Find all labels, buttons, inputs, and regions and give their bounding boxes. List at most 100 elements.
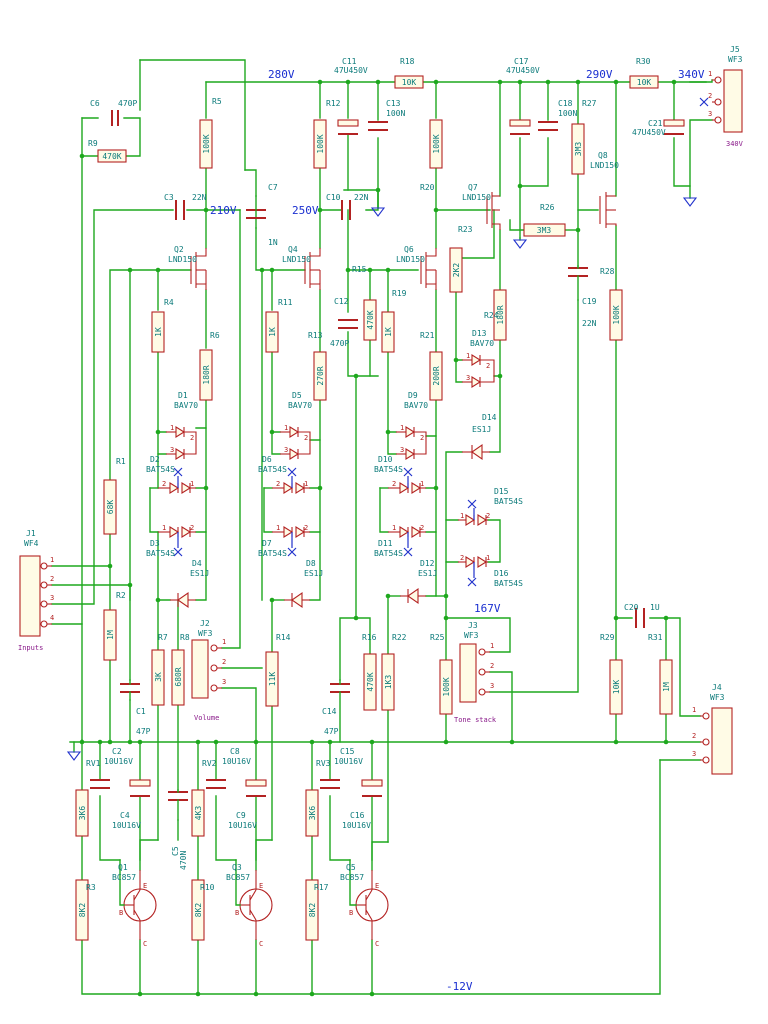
- q1-value: BC857: [112, 873, 136, 882]
- q3-ref: Q3: [232, 863, 242, 872]
- connector-j1: J1 WF4 Inputs 1 2 3 4: [18, 529, 54, 652]
- resistor-r13: [313, 351, 327, 401]
- svg-text:2: 2: [190, 434, 194, 442]
- net-167v: 167V: [474, 602, 501, 615]
- resistor-r5: [199, 119, 213, 169]
- r22-ref: R22: [392, 633, 407, 642]
- c10-value: 22N: [354, 193, 369, 202]
- capacitor-c17: [509, 119, 531, 135]
- r24-value: 180R: [496, 305, 505, 324]
- svg-text:2: 2: [304, 524, 308, 532]
- d1-value: BAV70: [174, 401, 198, 410]
- d15-ref: D15: [494, 487, 509, 496]
- svg-text:2: 2: [222, 658, 226, 666]
- r25-ref: R25: [430, 633, 445, 642]
- d4-ref: D4: [192, 559, 202, 568]
- r29-value: 10K: [612, 680, 621, 695]
- svg-text:1: 1: [466, 352, 470, 360]
- c4-value: 10U16V: [112, 821, 141, 830]
- svg-text:1: 1: [190, 480, 194, 488]
- diode-d3: [158, 526, 196, 538]
- resistor-r11: [265, 311, 279, 353]
- resistor-r26: [523, 223, 566, 237]
- r11-value: 1K: [268, 327, 277, 337]
- resistor-r2: [103, 609, 117, 661]
- q5-pin-c: C: [375, 940, 379, 948]
- c17-ref: C17: [514, 57, 529, 66]
- j2-label: Volume: [194, 714, 219, 722]
- svg-text:1: 1: [420, 480, 424, 488]
- r3-ref: R3: [86, 883, 96, 892]
- svg-text:2: 2: [420, 524, 424, 532]
- svg-text:2: 2: [276, 480, 280, 488]
- r23-ref: R23: [458, 225, 473, 234]
- resistor-r7: [151, 649, 165, 706]
- svg-text:1: 1: [170, 424, 174, 432]
- d7-value: BAT54S: [258, 549, 287, 558]
- r9-value: 470K: [102, 152, 121, 161]
- net-340v: 340V: [678, 68, 705, 81]
- svg-text:3: 3: [284, 446, 288, 454]
- c6-value: 470P: [118, 99, 137, 108]
- q7-value: LND150: [462, 193, 491, 202]
- j5-value: WF3: [728, 55, 743, 64]
- c18-value: 100N: [558, 109, 577, 118]
- svg-text:1: 1: [490, 642, 494, 650]
- svg-text:2: 2: [304, 434, 308, 442]
- r26-value: 3M3: [537, 226, 552, 235]
- svg-text:2: 2: [692, 732, 696, 740]
- r20-ref: R20: [420, 183, 435, 192]
- c13-value: 100N: [386, 109, 405, 118]
- c8-value: 10U16V: [222, 757, 251, 766]
- q4-ref: Q4: [288, 245, 298, 254]
- resistor-r29: [609, 659, 623, 715]
- q5-ref: Q5: [346, 863, 356, 872]
- diode-d10: [388, 482, 426, 494]
- d8-value: ES1J: [304, 569, 323, 578]
- q1-pin-b: B: [119, 909, 123, 917]
- r7-ref: R7: [158, 633, 168, 642]
- capacitor-c5: [168, 791, 188, 801]
- c5-ref: C5: [171, 846, 180, 856]
- net-labels: 280V 290V 340V 210V 250V 167V -12V: [210, 68, 705, 993]
- c21-value: 47U450V: [632, 128, 666, 137]
- j5-label: 340V: [726, 140, 744, 148]
- j2-value: WF3: [198, 629, 213, 638]
- resistor-r17: [305, 879, 319, 941]
- r4-value: 1K: [154, 327, 163, 337]
- bjt-q5: [355, 870, 389, 940]
- q3-pin-e: E: [259, 882, 263, 890]
- capacitor-c4: [129, 779, 151, 797]
- c11-value: 47U450V: [334, 66, 368, 75]
- r6-value: 180R: [202, 365, 211, 384]
- c3-value: 22N: [192, 193, 207, 202]
- connector-j2: J2 WF3 Volume 1 2 3: [191, 619, 226, 722]
- d6-ref: D6: [262, 455, 272, 464]
- r11-ref: R11: [278, 298, 293, 307]
- mosfet-q6: [420, 248, 437, 290]
- c3-ref: C3: [164, 193, 174, 202]
- c2-value: 10U16V: [104, 757, 133, 766]
- r28-ref: R28: [600, 267, 615, 276]
- resistor-bodies: [75, 75, 673, 941]
- q8-ref: Q8: [598, 151, 608, 160]
- r16-value: 470K: [366, 672, 375, 691]
- svg-text:2: 2: [50, 575, 54, 583]
- c20-value: 1U: [650, 603, 660, 612]
- capacitor-c10: [341, 200, 351, 220]
- q3-value: BC857: [226, 873, 250, 882]
- d12-value: ES1J: [418, 569, 437, 578]
- c9-ref: C9: [236, 811, 246, 820]
- d9-ref: D9: [408, 391, 418, 400]
- d5-value: BAV70: [288, 401, 312, 410]
- c1-value: 47P: [136, 727, 151, 736]
- capacitor-c20: [635, 608, 645, 628]
- svg-text:3: 3: [222, 678, 226, 686]
- connector-j4: J4 WF3 1 2 3: [692, 683, 733, 775]
- svg-text:1: 1: [276, 524, 280, 532]
- diode-d12: [400, 587, 426, 605]
- svg-text:1: 1: [400, 424, 404, 432]
- ground-icon: [512, 237, 528, 249]
- c4-ref: C4: [120, 811, 130, 820]
- resistor-r1: [103, 479, 117, 535]
